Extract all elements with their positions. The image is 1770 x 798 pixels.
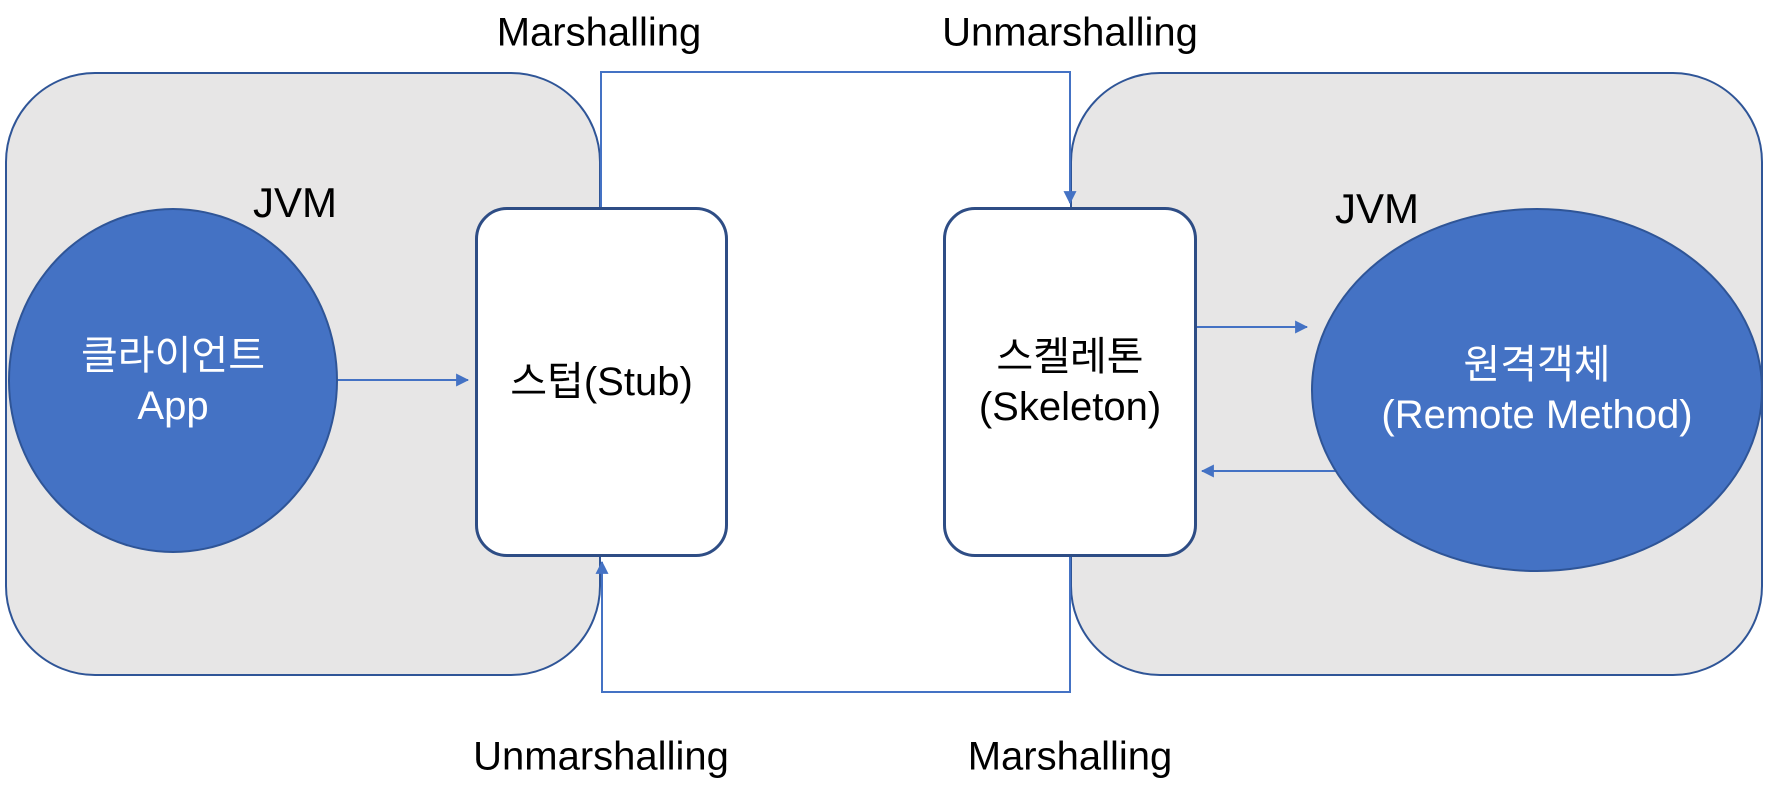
skeleton-label-line1: 스켈레톤 (996, 335, 1144, 379)
client-app-label-line1: 클라이언트 (81, 333, 265, 378)
flow-label-marshalling-bottom: Marshalling (967, 734, 1173, 779)
jvm-label-right: JVM (1335, 185, 1419, 232)
client-app-label-line2: App (137, 383, 209, 428)
flow-label-unmarshalling-top: Unmarshalling (942, 10, 1198, 55)
remote-object-node: 원격객체 (Remote Method) (1311, 208, 1763, 572)
stub-node: 스텁(Stub) (475, 207, 728, 557)
arrow-stub-to-skeleton-top (600, 71, 1077, 207)
flow-label-marshalling-top: Marshalling (496, 10, 702, 55)
client-app-node: 클라이언트 App (8, 208, 338, 553)
skeleton-label-line2: (Skeleton) (978, 385, 1162, 429)
skeleton-node: 스켈레톤 (Skeleton) (943, 207, 1197, 557)
remote-object-label-line2: (Remote Method) (1381, 393, 1693, 437)
remote-object-label-line1: 원격객체 (1463, 343, 1611, 387)
jvm-label-left: JVM (253, 179, 337, 226)
stub-label: 스텁(Stub) (510, 360, 693, 404)
flow-label-unmarshalling-bottom: Unmarshalling (473, 734, 729, 779)
arrow-skeleton-to-stub-bottom (595, 557, 1071, 693)
